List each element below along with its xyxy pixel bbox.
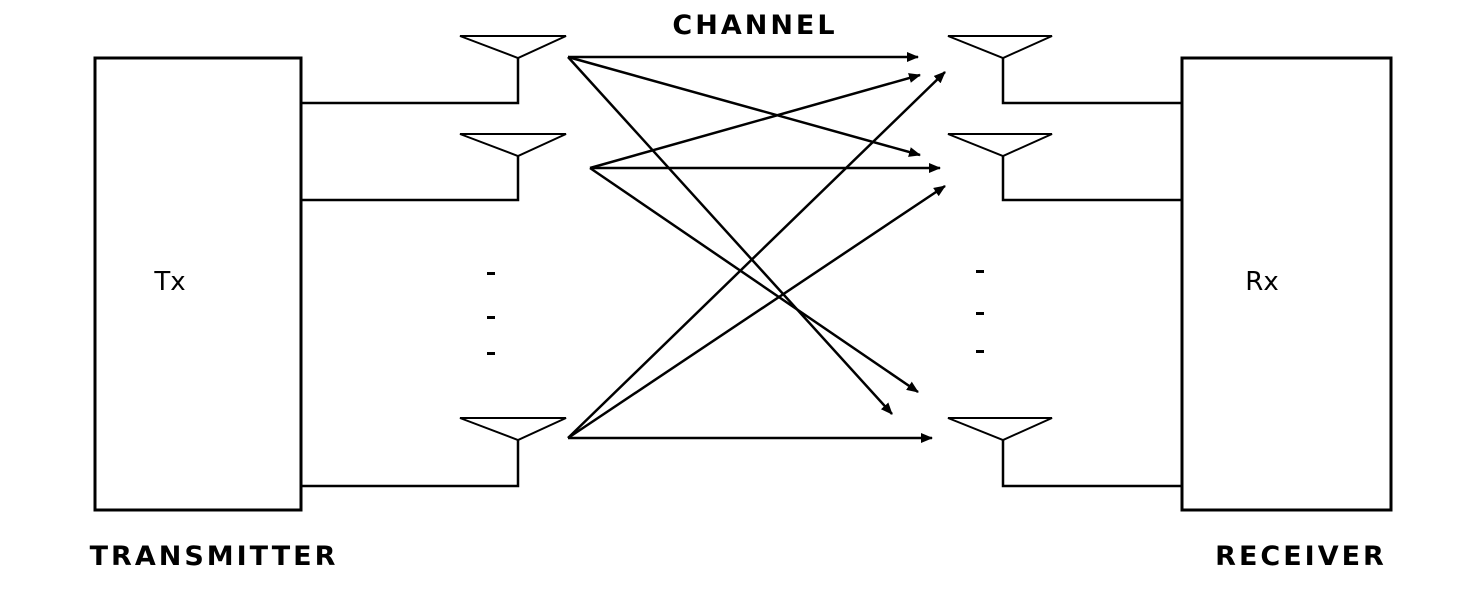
- rx-antenna-1: [947, 35, 1053, 60]
- tx-antenna-2: [459, 133, 567, 158]
- rx-wire-2: [1001, 155, 1182, 202]
- tx-antenna-3: [459, 417, 567, 442]
- path-arrow: [589, 73, 921, 170]
- rx-antenna-3: [947, 417, 1053, 442]
- transmitter-block: Tx: [93, 56, 303, 512]
- path-arrow: [567, 56, 893, 415]
- tx-wire-3: [301, 440, 520, 488]
- path-arrow: [567, 71, 946, 439]
- tx-ellipsis: [487, 272, 495, 355]
- tx-ellipsis-mark: [487, 352, 495, 355]
- tx-wire-2: [301, 155, 520, 202]
- rx-box: [1180, 56, 1393, 512]
- path-arrow: [589, 166, 919, 394]
- receiver-block: Rx: [1180, 56, 1393, 512]
- rx-ellipsis-mark: [976, 270, 984, 273]
- rx-wire-1: [1001, 56, 1182, 105]
- channel-title: CHANNEL: [672, 10, 837, 41]
- path-arrow: [567, 55, 921, 157]
- tx-wire-1: [301, 56, 520, 105]
- tx-label: Tx: [153, 267, 185, 297]
- tx-box: [93, 56, 303, 512]
- rx-label: Rx: [1245, 267, 1278, 297]
- rx-ellipsis-mark: [976, 312, 984, 315]
- rx-ellipsis: [976, 270, 984, 353]
- tx-antenna-1: [459, 35, 567, 60]
- rx-ellipsis-mark: [976, 350, 984, 353]
- path-arrow: [567, 184, 946, 440]
- channel-paths: [567, 52, 946, 443]
- tx-ellipsis-mark: [487, 316, 495, 319]
- transmitter-caption: TRANSMITTER: [90, 541, 339, 572]
- rx-antenna-2: [947, 133, 1053, 158]
- receiver-caption: RECEIVER: [1215, 541, 1387, 572]
- rx-wire-3: [1001, 440, 1182, 488]
- tx-ellipsis-mark: [487, 272, 495, 275]
